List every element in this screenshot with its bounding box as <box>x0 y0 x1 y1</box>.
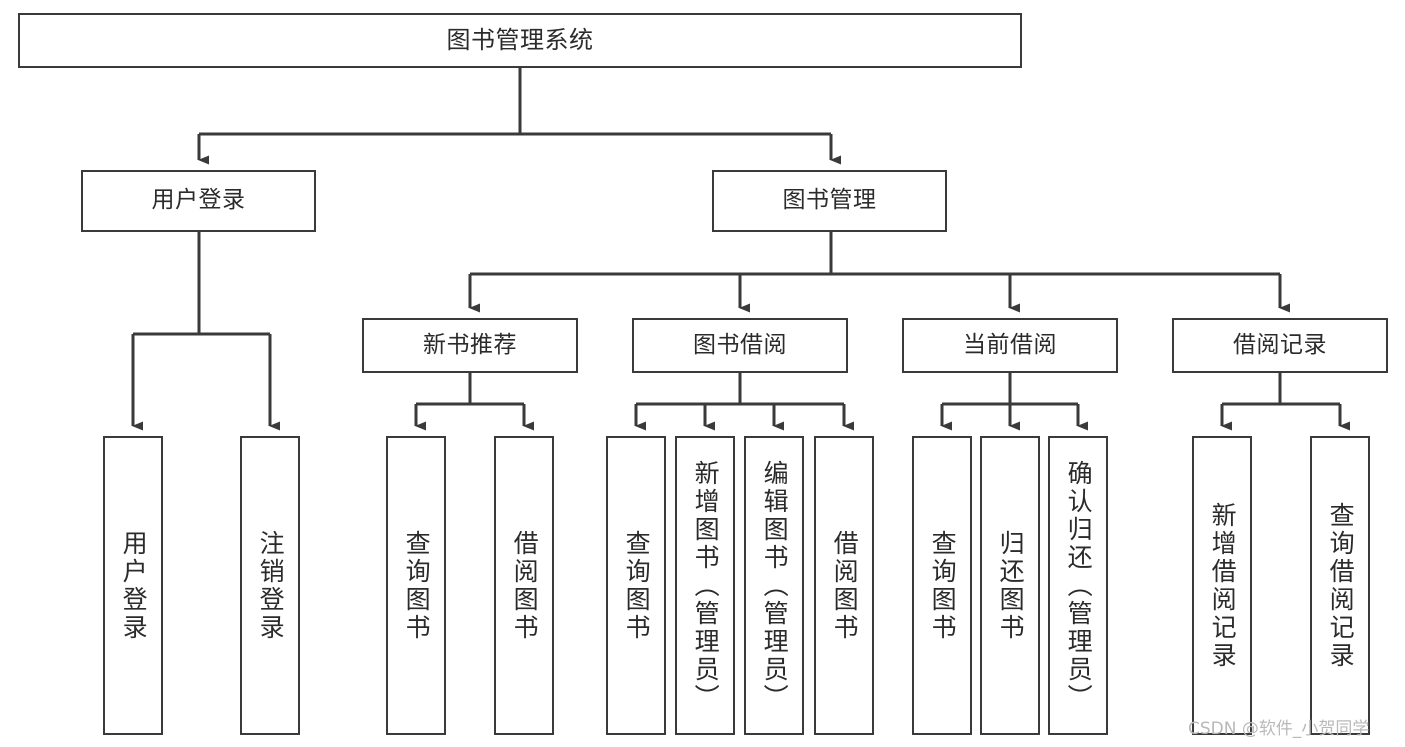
node-leaf-borrow-book-1-label: 借阅图书 <box>510 529 540 642</box>
node-book-management[interactable]: 图书管理 <box>712 170 947 232</box>
node-leaf-query-book-3[interactable]: 查询图书 <box>912 436 972 735</box>
node-leaf-query-book-3-label: 查询图书 <box>928 529 958 642</box>
node-leaf-add-book-label: 新增图书（管理员） <box>691 459 721 712</box>
node-leaf-user-login-label: 用户登录 <box>119 529 149 642</box>
node-leaf-logout-login-label: 注销登录 <box>256 529 286 642</box>
node-leaf-borrow-book-2-label: 借阅图书 <box>830 529 860 642</box>
node-leaf-logout-login[interactable]: 注销登录 <box>240 436 300 735</box>
node-leaf-query-record-label: 查询借阅记录 <box>1326 501 1356 670</box>
node-leaf-user-login[interactable]: 用户登录 <box>103 436 163 735</box>
node-new-book-recommend[interactable]: 新书推荐 <box>362 318 578 373</box>
node-leaf-confirm-return-label: 确认归还（管理员） <box>1064 459 1094 712</box>
node-leaf-return-book[interactable]: 归还图书 <box>980 436 1040 735</box>
csdn-watermark: CSDN @软件_小贺同学 <box>1188 719 1370 739</box>
node-user-login-label: 用户登录 <box>151 187 246 214</box>
node-leaf-edit-book[interactable]: 编辑图书（管理员） <box>744 436 804 735</box>
node-borrow-record-label: 借阅记录 <box>1233 331 1327 358</box>
node-current-borrow[interactable]: 当前借阅 <box>902 318 1118 373</box>
node-book-borrow-label: 图书借阅 <box>693 331 787 358</box>
node-book-borrow[interactable]: 图书借阅 <box>632 318 848 373</box>
node-leaf-edit-book-label: 编辑图书（管理员） <box>760 459 790 712</box>
node-book-management-label: 图书管理 <box>782 187 877 214</box>
node-new-book-recommend-label: 新书推荐 <box>423 331 517 358</box>
node-current-borrow-label: 当前借阅 <box>963 331 1057 358</box>
node-leaf-borrow-book-1[interactable]: 借阅图书 <box>494 436 554 735</box>
node-root[interactable]: 图书管理系统 <box>18 13 1022 68</box>
node-leaf-add-record[interactable]: 新增借阅记录 <box>1192 436 1252 735</box>
node-leaf-query-book-1[interactable]: 查询图书 <box>386 436 446 735</box>
node-borrow-record[interactable]: 借阅记录 <box>1172 318 1388 373</box>
node-leaf-return-book-label: 归还图书 <box>996 529 1026 642</box>
node-leaf-query-book-1-label: 查询图书 <box>402 529 432 642</box>
node-leaf-borrow-book-2[interactable]: 借阅图书 <box>814 436 874 735</box>
node-user-login[interactable]: 用户登录 <box>81 170 316 232</box>
node-leaf-query-book-2[interactable]: 查询图书 <box>606 436 666 735</box>
node-leaf-add-record-label: 新增借阅记录 <box>1208 501 1238 670</box>
node-root-label: 图书管理系统 <box>446 26 594 55</box>
node-leaf-confirm-return[interactable]: 确认归还（管理员） <box>1048 436 1108 735</box>
node-leaf-query-record[interactable]: 查询借阅记录 <box>1310 436 1370 735</box>
node-leaf-add-book[interactable]: 新增图书（管理员） <box>675 436 735 735</box>
node-leaf-query-book-2-label: 查询图书 <box>622 529 652 642</box>
